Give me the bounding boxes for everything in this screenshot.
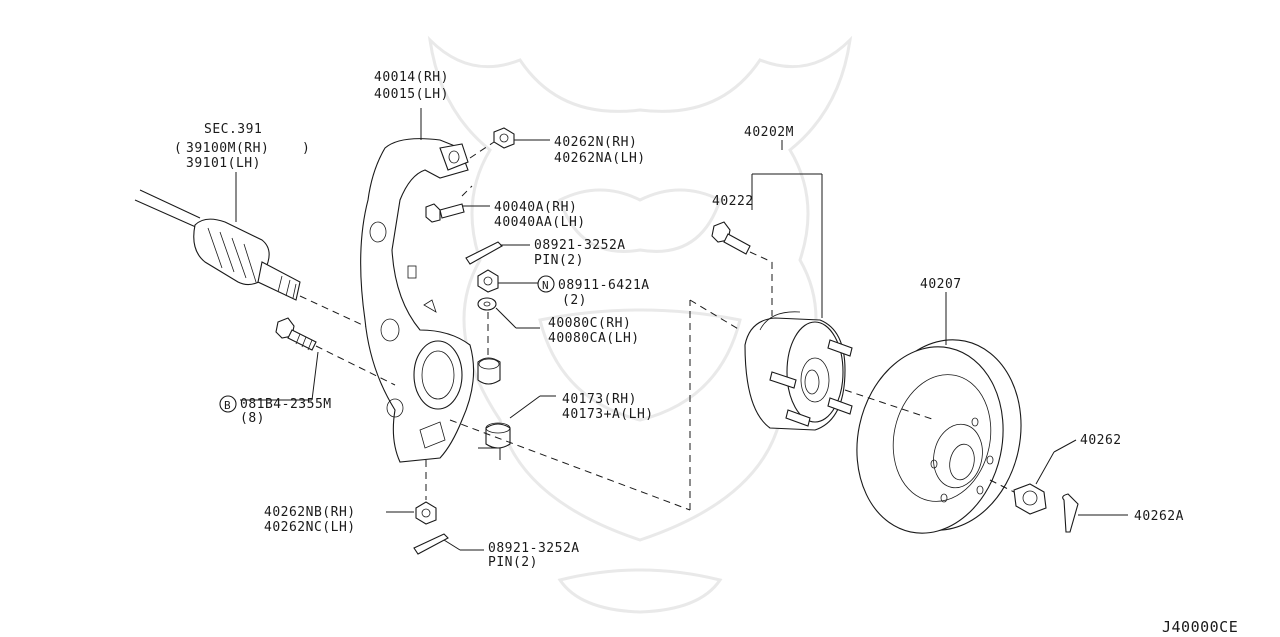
label-driveshaft-sec: SEC.391 xyxy=(204,122,262,137)
axle-nut[interactable] xyxy=(1013,483,1047,515)
label-pin-bottom-qty: PIN(2) xyxy=(488,555,538,570)
marker-n-text: N xyxy=(542,279,549,292)
label-driveshaft-lh: 39101(LH) xyxy=(186,156,261,171)
watermark-logo xyxy=(427,35,853,614)
washer[interactable] xyxy=(477,297,497,311)
sleeve[interactable] xyxy=(477,357,501,385)
cotter-pin-top[interactable] xyxy=(465,241,530,265)
label-hub-bolt: 40222 xyxy=(712,194,754,209)
label-pin-bottom-number: 08921-3252A xyxy=(488,541,580,556)
label-cotter-pin: 40262A xyxy=(1134,509,1184,524)
brake-rotor[interactable] xyxy=(840,326,1038,547)
drive-shaft[interactable] xyxy=(134,189,301,301)
marker-b-icon xyxy=(219,395,237,413)
castle-nut[interactable] xyxy=(477,269,499,293)
marker-b-text: B xyxy=(224,399,231,412)
hub-stud-bolt[interactable] xyxy=(711,221,751,255)
label-lower-nut-rh: 40262NB(RH) xyxy=(264,505,356,520)
label-knuckle-rh: 40014(RH) xyxy=(374,70,449,85)
label-top-nut-lh: 40262NA(LH) xyxy=(554,151,646,166)
label-bushing-lh: 40173+A(LH) xyxy=(562,407,654,422)
wheel-hub[interactable] xyxy=(744,311,853,431)
label-lower-nut-lh: 40262NC(LH) xyxy=(264,520,356,535)
label-washer-rh: 40080C(RH) xyxy=(548,316,631,331)
steering-knuckle[interactable] xyxy=(360,108,475,463)
label-b-bolt-qty: (8) xyxy=(240,411,265,426)
cotter-pin-axle[interactable] xyxy=(1062,493,1079,533)
label-top-nut-rh: 40262N(RH) xyxy=(554,135,637,150)
label-driveshaft-rh: 39100M(RH) xyxy=(186,141,269,156)
label-top-bolt-lh: 40040AA(LH) xyxy=(494,215,586,230)
label-top-bolt-rh: 40040A(RH) xyxy=(494,200,577,215)
label-axle-nut: 40262 xyxy=(1080,433,1122,448)
diagram-code: J40000CE xyxy=(1162,618,1238,636)
label-n-nut-number: 08911-6421A xyxy=(558,278,650,293)
hub-bolt-b[interactable] xyxy=(275,317,317,351)
label-bracket-open: ( xyxy=(174,141,182,156)
label-b-bolt-number: 081B4-2355M xyxy=(240,397,332,412)
label-knuckle-lh: 40015(LH) xyxy=(374,87,449,102)
cotter-pin-bottom[interactable] xyxy=(413,533,449,555)
top-nut[interactable] xyxy=(493,127,515,149)
label-pin-top-number: 08921-3252A xyxy=(534,238,626,253)
label-rotor: 40207 xyxy=(920,277,962,292)
marker-n-icon xyxy=(537,275,555,293)
label-bushing-rh: 40173(RH) xyxy=(562,392,637,407)
lower-nut[interactable] xyxy=(415,501,437,525)
top-bolt[interactable] xyxy=(425,203,465,223)
label-hub: 40202M xyxy=(744,125,794,140)
label-bracket-close: ) xyxy=(302,141,310,156)
bushing[interactable] xyxy=(485,422,511,449)
label-washer-lh: 40080CA(LH) xyxy=(548,331,640,346)
label-n-nut-qty: (2) xyxy=(562,293,587,308)
label-pin-top-qty: PIN(2) xyxy=(534,253,584,268)
